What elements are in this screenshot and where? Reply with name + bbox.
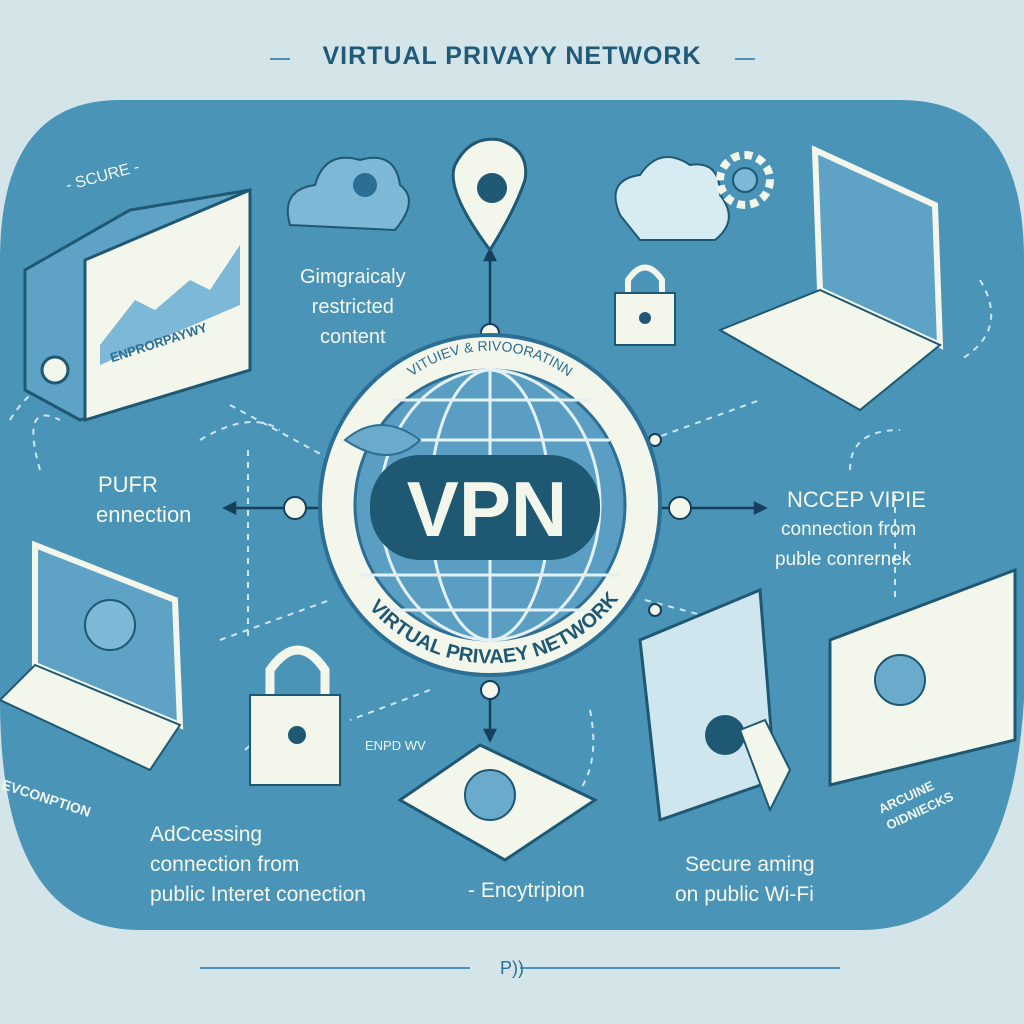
wifi-label: Secure aming on public Wi-Fi bbox=[675, 850, 815, 910]
right-connection-label: NCCEP VIPIE connection from puble conrer… bbox=[775, 485, 926, 575]
left-line-1: PUFR bbox=[98, 472, 158, 497]
vpn-hub: VITUIEV & RIVOORATINN VIRTUAL PRIVAEY NE… bbox=[318, 333, 662, 677]
geo-line-1: Gimgraicaly bbox=[300, 266, 406, 288]
left-connection-label: PUFR ennection bbox=[96, 470, 192, 530]
encryption-label: - Encytripion bbox=[468, 879, 585, 902]
tablet-touch-icon bbox=[638, 587, 792, 823]
laptop-icon bbox=[717, 145, 944, 412]
cloud-wifi-icon bbox=[614, 156, 730, 241]
title-rule-left bbox=[270, 58, 290, 60]
right-line-2: connection from bbox=[781, 519, 917, 540]
cloud-user-icon bbox=[286, 156, 410, 232]
wifi-line-1: Secure aming bbox=[685, 853, 815, 876]
monitor-icon bbox=[828, 567, 1017, 787]
geo-restricted-label: Gimgraicaly restricted content bbox=[300, 262, 406, 352]
geo-line-2: restricted bbox=[311, 296, 394, 318]
vpn-badge: VPN bbox=[406, 465, 568, 553]
leaf-icon bbox=[343, 424, 422, 456]
access-label: AdCcessing connection from public Intere… bbox=[150, 820, 366, 910]
right-line-1: NCCEP VIPIE bbox=[787, 487, 926, 512]
laptop-icon bbox=[0, 540, 184, 772]
title-rule-right bbox=[735, 58, 755, 60]
access-line-3: public Interet conection bbox=[150, 883, 366, 906]
geo-line-3: content bbox=[319, 326, 386, 348]
padlock-icon bbox=[614, 264, 676, 346]
wifi-line-2: on public Wi-Fi bbox=[675, 883, 814, 906]
smartphone-icon bbox=[397, 743, 599, 862]
access-line-1: AdCcessing bbox=[150, 823, 263, 846]
footer-mark: P)) bbox=[500, 958, 524, 978]
access-line-2: connection from bbox=[150, 853, 300, 876]
small-center-label: ENPD WV bbox=[365, 738, 426, 753]
page-title: VIRTUAL PRIVAYY NETWORK bbox=[322, 42, 702, 70]
gear-icon bbox=[716, 151, 774, 209]
left-line-2: ennection bbox=[96, 502, 192, 527]
location-pin-icon bbox=[451, 137, 528, 253]
right-line-3: puble conrernek bbox=[775, 549, 912, 570]
server-icon bbox=[23, 187, 252, 423]
padlock-icon bbox=[249, 645, 341, 786]
